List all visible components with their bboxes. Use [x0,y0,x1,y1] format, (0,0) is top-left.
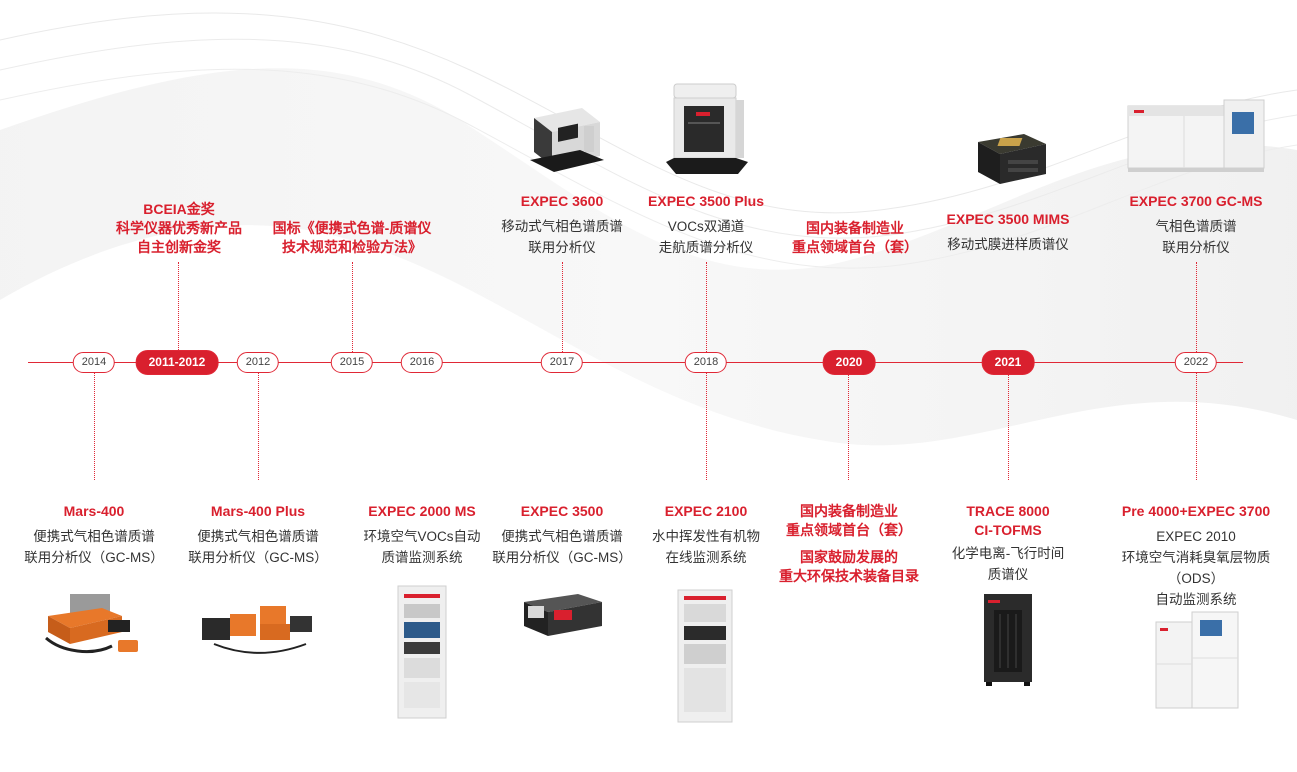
expec3500-product-image [524,594,602,636]
timeline-axis [28,362,1243,363]
expec2000-title: EXPEC 2000 MS [368,503,476,519]
mars400plus-product-image [202,606,312,654]
bceia-line2: 科学仪器优秀新产品 [116,220,242,236]
connector-2020-down [848,374,849,480]
year-2021: 2021 [981,350,1035,375]
mars400plus-block: Mars-400 Plus 便携式气相色谱质谱 联用分析仪（GC-MS） [188,502,328,568]
national2020b-line2: 重点领域首台（套） [786,522,912,538]
expec2000-block: EXPEC 2000 MS 环境空气VOCs自动 质谱监测系统 [363,502,480,568]
connector-2021-down [1008,374,1009,480]
trace8000-block: TRACE 8000 CI-TOFMS 化学电离-飞行时间 质谱仪 [952,502,1065,585]
year-2017: 2017 [540,352,584,373]
mims-title: EXPEC 3500 MIMS [946,211,1070,227]
expec3700-block: EXPEC 3700 GC-MS 气相色谱质谱 联用分析仪 [1129,192,1262,258]
mars400plus-desc2: 联用分析仪（GC-MS） [188,550,328,565]
standard-label: 国标《便携式色谱-质谱仪 技术规范和检验方法》 [273,219,432,257]
expec2000-desc2: 质谱监测系统 [381,550,463,565]
pre4000-title: Pre 4000+EXPEC 3700 [1121,503,1271,519]
trace8000-title2: CI-TOFMS [974,522,1042,538]
expec3600-title: EXPEC 3600 [520,193,604,209]
year-2015: 2015 [330,352,374,373]
expec2100-block: EXPEC 2100 水中挥发性有机物 在线监测系统 [652,502,760,568]
national2020b-line3: 国家鼓励发展的 [800,549,898,565]
pre4000-product-image [1155,611,1239,709]
pre4000-desc4: 自动监测系统 [1155,592,1237,607]
connector-2012 [258,372,259,480]
expec3500-desc2: 联用分析仪（GC-MS） [492,550,632,565]
connector-2014 [94,372,95,480]
trace8000-desc2: 质谱仪 [987,567,1029,582]
year-2012: 2012 [236,352,280,373]
national2020b-line4: 重大环保技术装备目录 [779,568,919,584]
expec3700-desc2: 联用分析仪 [1162,240,1230,255]
connector-2018-down [706,372,707,480]
expec3600-desc1: 移动式气相色谱质谱 [501,219,623,234]
standard-line1: 国标《便携式色谱-质谱仪 [272,220,432,236]
year-2014: 2014 [72,352,116,373]
mars400-title: Mars-400 [63,503,125,519]
expec3700-title: EXPEC 3700 GC-MS [1129,193,1263,209]
connector-2022-down [1196,372,1197,480]
connector-2022-up [1196,262,1197,352]
mars400-block: Mars-400 便携式气相色谱质谱 联用分析仪（GC-MS） [24,502,164,568]
connector-2015 [352,262,353,352]
expec3500-block: EXPEC 3500 便携式气相色谱质谱 联用分析仪（GC-MS） [492,502,632,568]
expec3500plus-product-image [666,83,748,174]
expec2100-desc1: 水中挥发性有机物 [652,529,760,544]
trace8000-desc1: 化学电离-飞行时间 [951,546,1065,561]
national2020-line2: 重点领域首台（套） [792,239,918,255]
mars400-desc1: 便携式气相色谱质谱 [33,529,155,544]
mims-block: EXPEC 3500 MIMS 移动式膜进样质谱仪 [947,210,1070,255]
national2020b-line1: 国内装备制造业 [800,503,898,519]
expec2000-desc1: 环境空气VOCs自动 [363,529,481,544]
year-2016: 2016 [400,352,444,373]
expec3600-block: EXPEC 3600 移动式气相色谱质谱 联用分析仪 [501,192,623,258]
connector-2017-up [562,262,563,352]
mars400-desc2: 联用分析仪（GC-MS） [24,550,164,565]
expec2100-product-image [677,589,733,723]
national2020-line1: 国内装备制造业 [806,220,904,236]
bceia-line3: 自主创新金奖 [137,239,221,255]
connector-2011-2012 [178,262,179,350]
expec3700-desc1: 气相色谱质谱 [1155,219,1237,234]
expec2100-desc2: 在线监测系统 [665,550,747,565]
year-2018: 2018 [684,352,728,373]
mars400-product-image [45,594,138,653]
expec3500plus-title: EXPEC 3500 Plus [648,193,764,209]
pre4000-desc2: 环境空气消耗臭氧层物质 [1121,550,1271,565]
bceia-award-label: BCEIA金奖 科学仪器优秀新产品 自主创新金奖 [116,200,242,257]
expec3600-desc2: 联用分析仪 [528,240,596,255]
pre4000-block: Pre 4000+EXPEC 3700 EXPEC 2010 环境空气消耗臭氧层… [1122,502,1271,610]
expec3500plus-desc2: 走航质谱分析仪 [658,240,754,255]
expec3500plus-desc1: VOCs双通道 [667,219,745,234]
mars400plus-desc1: 便携式气相色谱质谱 [197,529,319,544]
expec3700-product-image [1127,99,1265,172]
year-2011-2012: 2011-2012 [135,350,219,375]
expec3600-product-image [530,108,604,172]
pre4000-desc3: （ODS） [1167,571,1225,586]
trace8000-title1: TRACE 8000 [966,503,1050,519]
expec2100-title: EXPEC 2100 [664,503,748,519]
expec3500-title: EXPEC 3500 [520,503,604,519]
expec3500plus-block: EXPEC 3500 Plus VOCs双通道 走航质谱分析仪 [648,192,764,258]
trace8000-product-image [984,594,1032,686]
expec3500-desc1: 便携式气相色谱质谱 [501,529,623,544]
mims-desc1: 移动式膜进样质谱仪 [947,237,1069,252]
mims-product-image [978,134,1046,184]
bceia-line1: BCEIA金奖 [143,201,215,217]
pre4000-desc1: EXPEC 2010 [1156,529,1236,544]
national2020b-block: 国内装备制造业 重点领域首台（套） 国家鼓励发展的 重大环保技术装备目录 [779,502,919,586]
standard-line2: 技术规范和检验方法》 [281,239,422,255]
connector-2018-up [706,262,707,352]
mars400plus-title: Mars-400 Plus [210,503,306,519]
year-2022: 2022 [1174,352,1218,373]
national2020-label: 国内装备制造业 重点领域首台（套） [792,219,918,257]
year-2020: 2020 [822,350,876,375]
expec2000-product-image [397,585,447,719]
